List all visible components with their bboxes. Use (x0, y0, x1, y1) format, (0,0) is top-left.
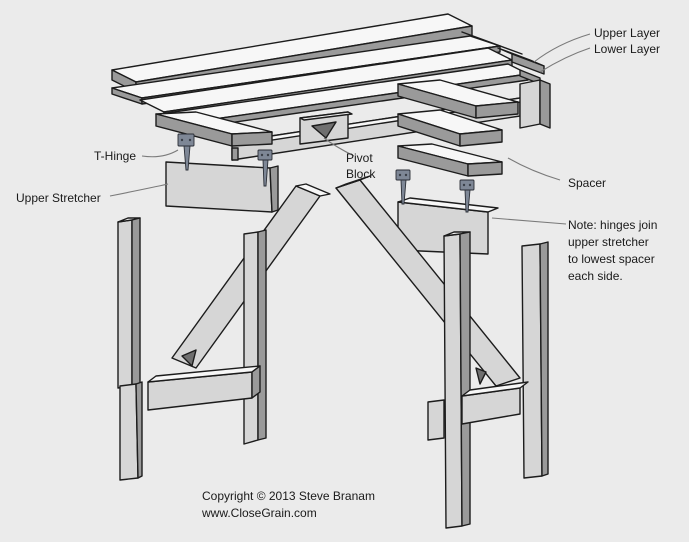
t-hinge-right-1 (395, 169, 411, 205)
left-rear-leg (243, 229, 267, 445)
t-hinge-left-2 (257, 149, 273, 187)
right-spacers (397, 79, 519, 177)
t-hinge-right-2 (459, 179, 475, 213)
left-lower-stretcher (147, 365, 261, 411)
right-lower-stretcher (461, 381, 529, 425)
note-line-4: each side. (568, 269, 623, 283)
right-diagonal-brace (335, 175, 521, 387)
left-spacer (155, 111, 273, 147)
callout-leaders (109, 33, 591, 225)
label-upper-layer: Upper Layer (594, 26, 661, 40)
note-line-1: Note: hinges join (568, 218, 658, 232)
label-pivot-block-line1: Pivot (346, 151, 373, 165)
right-front-leg (427, 231, 471, 529)
label-t-hinge: T-Hinge (94, 149, 137, 163)
label-spacer: Spacer (568, 176, 607, 190)
copyright-text: Copyright © 2013 Steve Branam (202, 489, 375, 503)
t-hinge-left-1 (177, 133, 195, 171)
label-upper-stretcher: Upper Stretcher (16, 191, 101, 205)
note-line-3: to lowest spacer (568, 252, 655, 266)
label-lower-layer: Lower Layer (594, 42, 661, 56)
left-front-leg (117, 217, 143, 481)
left-upper-stretcher (165, 161, 279, 213)
website-text: www.CloseGrain.com (202, 506, 317, 520)
pivot-block (299, 111, 353, 145)
note-line-2: upper stretcher (568, 235, 649, 249)
label-pivot-block-line2: Block (346, 167, 376, 181)
right-rear-leg (521, 241, 549, 479)
